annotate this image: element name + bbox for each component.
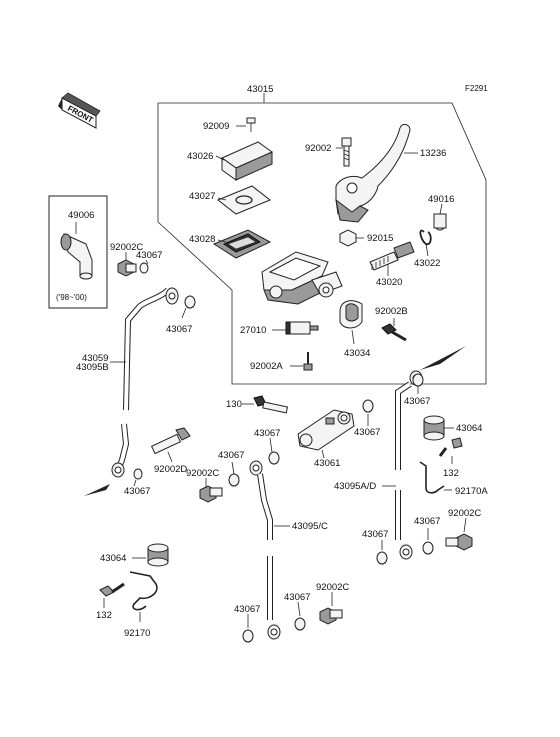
- label-27010: 27010: [240, 325, 266, 336]
- label-43028: 43028: [189, 234, 215, 245]
- label-43059: 43059: [82, 353, 108, 364]
- upper-brake-hose: [111, 287, 179, 478]
- label-43067-f: 43067: [404, 396, 430, 407]
- lever-nut: [339, 229, 357, 247]
- master-cylinder-clamp: [339, 300, 363, 329]
- label-92170A: 92170A: [455, 486, 488, 497]
- hose-grommet-right: [423, 415, 445, 441]
- hose-clamp-92170: [129, 571, 158, 611]
- label-132-right: 132: [443, 468, 459, 479]
- banjo-bolt-92002D: [150, 427, 191, 455]
- washer: [228, 473, 240, 487]
- label-92002C-middle: 92002C: [186, 468, 219, 479]
- piston-assembly: [369, 241, 415, 271]
- hose-joint: [297, 409, 355, 451]
- hose-cover: [60, 233, 93, 280]
- dust-boot: [433, 213, 447, 231]
- label-92015: 92015: [367, 233, 393, 244]
- master-cylinder-body: [261, 251, 343, 305]
- reservoir-cap-screw: [246, 117, 256, 132]
- banjo-bolt-right: [445, 533, 473, 551]
- clamp-bolt: [381, 323, 407, 342]
- inset-year-note: ('98~'00): [56, 293, 87, 302]
- master-cylinder-assembly-outline: [157, 102, 487, 385]
- label-92002A: 92002A: [250, 361, 283, 372]
- label-92002C-upper: 92002C: [110, 242, 143, 253]
- label-43061: 43061: [314, 458, 340, 469]
- label-43064-lower: 43064: [100, 553, 126, 564]
- label-43095AD: 43095A/D: [334, 481, 376, 492]
- label-43027: 43027: [189, 191, 215, 202]
- bolt-132-right: [438, 437, 463, 457]
- label-43067-e: 43067: [354, 427, 380, 438]
- label-49016: 49016: [428, 194, 454, 205]
- label-43067-h: 43067: [362, 529, 388, 540]
- bolt-130: [253, 395, 289, 414]
- figure-code: F2291: [465, 84, 488, 93]
- washer: [268, 451, 280, 465]
- label-43067-d: 43067: [254, 428, 280, 439]
- label-43095C: 43095/C: [292, 521, 328, 532]
- label-92002C-bottom: 92002C: [316, 582, 349, 593]
- washer: [422, 541, 434, 555]
- label-92170: 92170: [124, 628, 150, 639]
- label-92002C-right: 92002C: [448, 508, 481, 519]
- hose-grommet-lower: [147, 543, 169, 567]
- hose-clamp-92170A: [419, 461, 445, 494]
- washer: [412, 373, 424, 387]
- label-43022: 43022: [414, 258, 440, 269]
- circlip: [419, 229, 432, 246]
- label-132-lower: 132: [96, 610, 112, 621]
- brake-lever: [335, 123, 411, 223]
- washer: [139, 262, 149, 274]
- front-arrow-icon: FRONT: [58, 92, 101, 129]
- middle-brake-hose: [249, 460, 281, 640]
- label-92002: 92002: [305, 143, 331, 154]
- label-43015: 43015: [247, 84, 273, 95]
- banjo-bolt-upper: [117, 259, 137, 277]
- label-130: 130: [226, 399, 242, 410]
- washer: [376, 551, 388, 565]
- label-43067-g: 43067: [414, 516, 440, 527]
- washer: [184, 295, 196, 309]
- label-43067-b: 43067: [166, 324, 192, 335]
- label-13236: 13236: [420, 148, 446, 159]
- washer: [294, 617, 306, 631]
- label-43067-a: 43067: [136, 250, 162, 261]
- label-43026: 43026: [187, 151, 213, 162]
- washer: [242, 629, 254, 643]
- label-43020: 43020: [376, 277, 402, 288]
- banjo-bolt-bottom: [319, 607, 343, 625]
- right-brake-hose: [395, 370, 423, 560]
- label-43067-j: 43067: [234, 604, 260, 615]
- bolt-132-lower: [99, 582, 125, 597]
- direction-arrow-icon: [420, 346, 466, 370]
- washer: [133, 468, 143, 480]
- banjo-bolt-middle: [199, 485, 223, 503]
- label-43067-i: 43067: [218, 450, 244, 461]
- diaphragm: [212, 229, 272, 259]
- label-43034: 43034: [344, 348, 370, 359]
- brake-light-switch: [285, 321, 319, 335]
- label-92009: 92009: [203, 121, 229, 132]
- label-43067-k: 43067: [284, 592, 310, 603]
- switch-screw: [303, 352, 313, 371]
- washer: [362, 399, 374, 413]
- diaphragm-plate: [217, 185, 271, 215]
- label-49006: 49006: [68, 210, 94, 221]
- reservoir-cap: [220, 141, 274, 181]
- label-43064-right: 43064: [456, 423, 482, 434]
- lever-pivot-bolt: [341, 137, 352, 167]
- label-43095B: 43095B: [76, 362, 109, 373]
- direction-arrow-icon: [84, 484, 110, 496]
- label-92002B: 92002B: [375, 306, 408, 317]
- label-43067-c: 43067: [124, 486, 150, 497]
- label-92002D: 92002D: [154, 464, 187, 475]
